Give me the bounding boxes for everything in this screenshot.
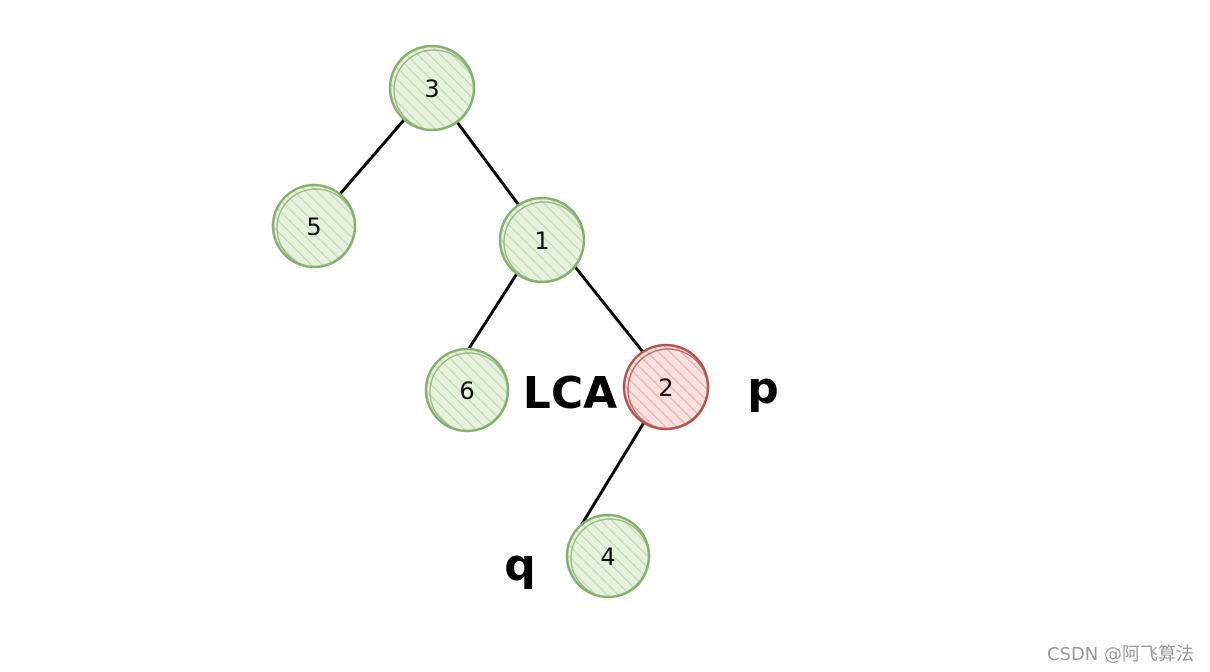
p-label: p — [747, 363, 779, 414]
tree-node-5: 5 — [271, 183, 357, 269]
edge-3-5 — [338, 118, 406, 196]
tree-node-6: 6 — [424, 347, 510, 433]
edge-1-6 — [466, 270, 520, 352]
node-label: 6 — [459, 377, 474, 405]
node-label: 5 — [306, 213, 321, 241]
edge-3-1 — [455, 120, 520, 206]
node-label: 4 — [600, 543, 615, 571]
tree-node-1: 1 — [498, 196, 586, 284]
tree-node-4: 4 — [565, 513, 651, 599]
node-label: 2 — [658, 374, 673, 402]
edge-2-4 — [580, 422, 645, 526]
node-label: 3 — [424, 75, 439, 103]
q-label: q — [504, 540, 536, 591]
tree-node-2: 2 — [622, 343, 710, 431]
lca-label: LCA — [523, 368, 617, 419]
node-label: 1 — [534, 227, 549, 255]
edge-1-2 — [574, 266, 645, 354]
tree-node-3: 3 — [388, 44, 476, 132]
watermark: CSDN @阿飞算法 — [1046, 644, 1194, 665]
